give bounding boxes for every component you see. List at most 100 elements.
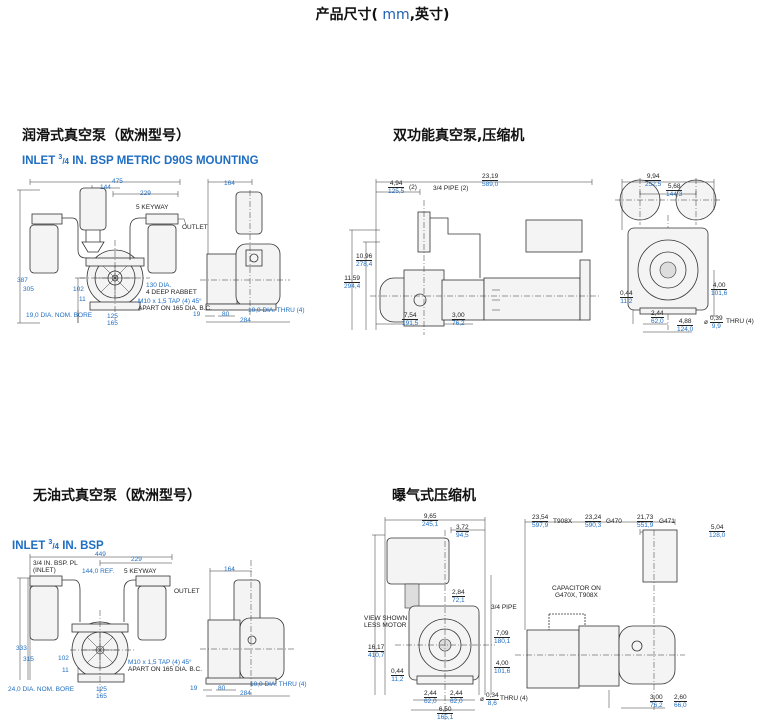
label-rabbet-depth: 4 DEEP RABBET xyxy=(146,289,197,296)
oilless-pump-drawing xyxy=(17,554,295,698)
dim-in: 23,24 xyxy=(585,514,602,522)
dim-mm: 9,9 xyxy=(711,323,721,330)
dim-side-length: 284 xyxy=(240,317,251,324)
inlet-suffix: IN. BSP xyxy=(59,539,104,552)
label-capacitor: CAPACITOR ON xyxy=(552,585,601,592)
dim-overall-width: 475 xyxy=(112,178,123,185)
dim-in: 2,60 xyxy=(674,694,687,702)
title-unit: mm xyxy=(377,7,410,23)
dim-in: 2,44 xyxy=(424,690,437,698)
dim-in: 11,59 xyxy=(344,275,361,283)
dim-in: 3,00 xyxy=(650,694,663,702)
dim-oilless-side-spacing: 80 xyxy=(218,685,226,692)
dim-mm: 589,0 xyxy=(482,181,499,188)
label-model-g471: G471 xyxy=(659,518,675,525)
dim-mm: 66,0 xyxy=(674,702,687,709)
dim-mm: 76,2 xyxy=(650,702,663,709)
dim-mm: 252,5 xyxy=(645,181,662,188)
dim-height-mid: 305 xyxy=(23,286,34,293)
dim-side-width: 164 xyxy=(224,180,235,187)
label-keyway: 5 KEYWAY xyxy=(124,568,157,575)
dim-side-spacing: 80 xyxy=(222,311,230,318)
dim-oilless-bolt-inner: 125 xyxy=(96,686,107,693)
dim-mm: 62,0 xyxy=(450,698,463,705)
dim-in: 2,84 xyxy=(452,589,465,597)
dim-mm: 124,0 xyxy=(677,326,694,333)
inlet-suffix: IN. BSP METRIC D90S MOUNTING xyxy=(69,154,259,167)
label-less-motor: LESS MOTOR xyxy=(364,622,407,629)
dim-oilless-side-edge: 19 xyxy=(190,685,198,692)
dim-outlet-offset: 229 xyxy=(140,190,151,197)
dim-in: 9,94 xyxy=(645,173,662,181)
label-capacitor-models: G470X, T908X xyxy=(555,592,598,599)
aeration-compressor-drawing xyxy=(372,517,685,720)
dim-mm: 72,1 xyxy=(452,597,465,604)
dim-in: 7,09 xyxy=(494,630,511,638)
dim-in: 16,17 xyxy=(368,644,385,652)
dim-bolt-inner: 125 xyxy=(107,313,118,320)
dim-in: 4,94 xyxy=(388,180,405,188)
dim-shaft-height: 102 xyxy=(73,286,84,293)
label-pipe: 3/4 PIPE (2) xyxy=(433,185,469,192)
label-ref: 144,0 REF. xyxy=(82,568,115,575)
dim-oilless-bolt-outer: 165 xyxy=(96,693,107,700)
dim-mm: 11,2 xyxy=(391,676,404,683)
dim-bolt-outer: 165 xyxy=(107,320,118,327)
dim-mm: 101,6 xyxy=(494,668,511,675)
page-title: 产品尺寸( mm,英寸) xyxy=(0,4,765,24)
dim-mm: 278,4 xyxy=(356,261,373,268)
dim-in: 2,44 xyxy=(651,310,664,318)
dim-in: 5,04 xyxy=(709,524,726,532)
section-oilless-title: 无油式真空泵（欧洲型号） xyxy=(33,488,201,504)
dim-in: 3,72 xyxy=(456,524,469,532)
dim-in: 23,19 xyxy=(482,173,499,181)
dim-in: 4,00 xyxy=(494,660,511,668)
section-lubricated-inlet: INLET 3/4 IN. BSP METRIC D90S MOUNTING xyxy=(22,154,259,167)
dim-oilless-h-mid: 315 xyxy=(23,656,34,663)
dim-mm: 76,2 xyxy=(452,320,465,327)
dim-oilless-width: 449 xyxy=(95,551,106,558)
dim-in: 4,88 xyxy=(677,318,694,326)
dim-mm: 11,2 xyxy=(620,298,633,305)
dim-mm: 62,0 xyxy=(651,318,664,325)
dim-mm: 8,6 xyxy=(487,700,497,707)
inlet-prefix: INLET xyxy=(22,154,59,167)
title-suffix: ,英寸) xyxy=(409,7,450,23)
label-keyway: 5 KEYWAY xyxy=(136,204,169,211)
dim-in: 3,00 xyxy=(452,312,465,320)
label-model-t908x: T908X xyxy=(553,518,573,525)
lubricated-pump-drawing xyxy=(17,179,290,324)
label-pipe-count: (2) xyxy=(409,184,417,191)
section-lubricated-title: 润滑式真空泵（欧洲型号） xyxy=(22,128,190,144)
label-tap: M10 x 1,5 TAP (4) 45° xyxy=(138,298,202,305)
dim-mm: 597,9 xyxy=(532,522,549,529)
dim-mm: 165,1 xyxy=(437,714,454,721)
label-rabbet-dia: 130 DIA. xyxy=(146,282,172,289)
dim-in: 21,73 xyxy=(637,514,654,522)
dim-oilless-shaft: 102 xyxy=(58,655,69,662)
dim-mm: 144,3 xyxy=(666,191,683,198)
dim-mm: 125,5 xyxy=(388,188,405,195)
dim-oilless-side-length: 284 xyxy=(240,690,251,697)
dim-in: 6,50 xyxy=(437,706,454,714)
label-inlet: (INLET) xyxy=(33,567,56,574)
dim-mm: 551,9 xyxy=(637,522,654,529)
dim-in: 9,65 xyxy=(422,513,439,521)
dim-foot: 11 xyxy=(79,296,86,303)
